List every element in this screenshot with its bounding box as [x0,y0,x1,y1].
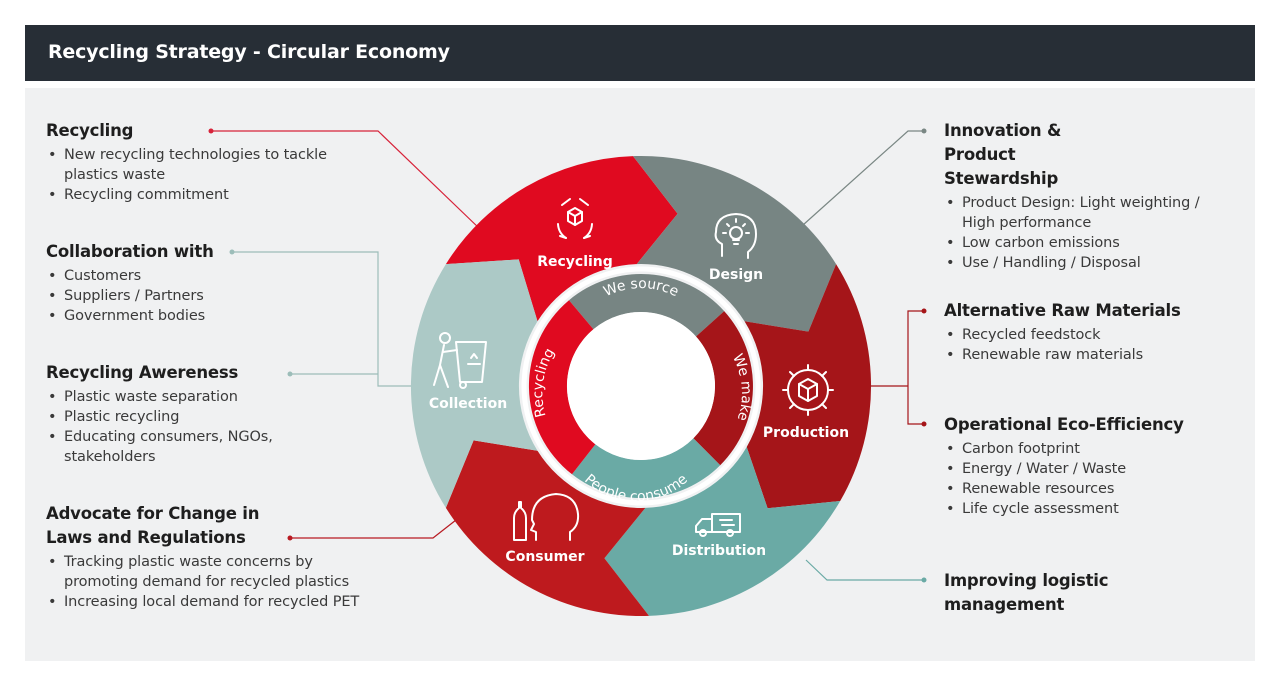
connector-dot [229,249,235,255]
block-list: Product Design: Light weighting / High p… [944,193,1234,273]
list-item: Tracking plastic waste concerns by promo… [46,552,364,592]
head-lightbulb-icon [714,213,757,259]
connector-lines [208,128,927,583]
list-item: Government bodies [46,306,366,326]
segment-recycling [445,156,678,322]
connector-dot [287,535,293,541]
list-item: Life cycle assessment [944,499,1234,519]
connector-logistics [805,559,924,581]
list-item: Renewable raw materials [944,345,1234,365]
inner-segment-we-make [693,311,753,466]
inner-segment-we-source [569,274,725,337]
block-list: Carbon footprint Energy / Water / Waste … [944,439,1234,519]
block-title: Alternative Raw Materials [944,301,1181,320]
list-item: Customers [46,266,366,286]
list-item: Educating consumers, NGOs, stakeholders [46,427,314,467]
block-list: Recycled feedstock Renewable raw materia… [944,325,1234,365]
person-bin-icon [433,332,487,389]
inner-segment-people-consume [572,438,721,499]
list-item: Product Design: Light weighting / High p… [944,193,1224,233]
list-item: Carbon footprint [944,439,1234,459]
segment-label-recycling: Recycling [537,254,613,270]
connector-dot [921,421,927,427]
list-item: Renewable resources [944,479,1234,499]
block-title: Improving logistic management [944,571,1109,614]
list-item: Recycled feedstock [944,325,1234,345]
connector-dot [208,128,214,134]
connector-dot [287,371,293,377]
connector-dot [921,308,927,314]
segment-consumer [445,440,649,617]
page-title: Recycling Strategy - Circular Economy [48,41,450,63]
segment-label-collection: Collection [429,396,507,412]
inner-segment-recycling [528,300,596,475]
block-title: Recycling Awereness [46,363,239,382]
left-block-advocate: Advocate for Change in Laws and Regulati… [46,502,376,612]
connector-dot [921,577,927,583]
connector-recycling [211,130,482,231]
center-circle [567,312,715,460]
delivery-truck-icon [695,513,741,537]
connector-advocate [290,519,457,539]
inner-ring [528,274,753,499]
segment-production [744,264,872,509]
segment-collection [410,259,538,508]
ring-separator [521,266,761,506]
bottle-head-icon [513,493,580,541]
list-item: Use / Handling / Disposal [944,253,1234,273]
connector-innovation [802,130,924,226]
segment-label-design: Design [709,267,763,283]
right-block-logistics: Improving logistic management [944,569,1234,617]
list-item: New recycling technologies to tackle pla… [46,145,350,185]
block-title: Recycling [46,121,134,140]
right-block-raw-materials: Alternative Raw Materials Recycled feeds… [944,299,1234,365]
segment-label-production: Production [763,425,849,441]
left-block-recycling: Recycling New recycling technologies to … [46,119,366,205]
block-list: Plastic waste separation Plastic recycli… [46,387,366,467]
list-item: Suppliers / Partners [46,286,366,306]
list-item: Increasing local demand for recycled PET [46,592,376,612]
gear-box-icon [782,364,834,416]
left-block-collaboration: Collaboration with Customers Suppliers /… [46,240,366,326]
block-title: Advocate for Change in Laws and Regulati… [46,504,260,547]
list-item: Plastic waste separation [46,387,366,407]
header-bar: Recycling Strategy - Circular Economy [25,25,1255,81]
segment-label-consumer: Consumer [505,549,584,565]
left-block-awareness: Recycling Awereness Plastic waste separa… [46,361,366,467]
list-item: Low carbon emissions [944,233,1234,253]
block-list: New recycling technologies to tackle pla… [46,145,366,205]
right-block-innovation: Innovation & Product Stewardship Product… [944,119,1234,273]
block-list: Tracking plastic waste concerns by promo… [46,552,376,612]
recycle-box-icon [557,198,593,239]
block-title: Innovation & Product Stewardship [944,121,1062,188]
segment-label-distribution: Distribution [672,543,766,559]
connector-collaboration [232,251,425,387]
right-block-eco-efficiency: Operational Eco-Efficiency Carbon footpr… [944,413,1234,519]
connector-raw-materials [907,310,924,425]
block-list: Customers Suppliers / Partners Governmen… [46,266,366,326]
connector-dot [921,128,927,134]
list-item: Plastic recycling [46,407,366,427]
list-item: Recycling commitment [46,185,366,205]
block-title: Operational Eco-Efficiency [944,415,1184,434]
block-title: Collaboration with [46,242,214,261]
list-item: Energy / Water / Waste [944,459,1234,479]
